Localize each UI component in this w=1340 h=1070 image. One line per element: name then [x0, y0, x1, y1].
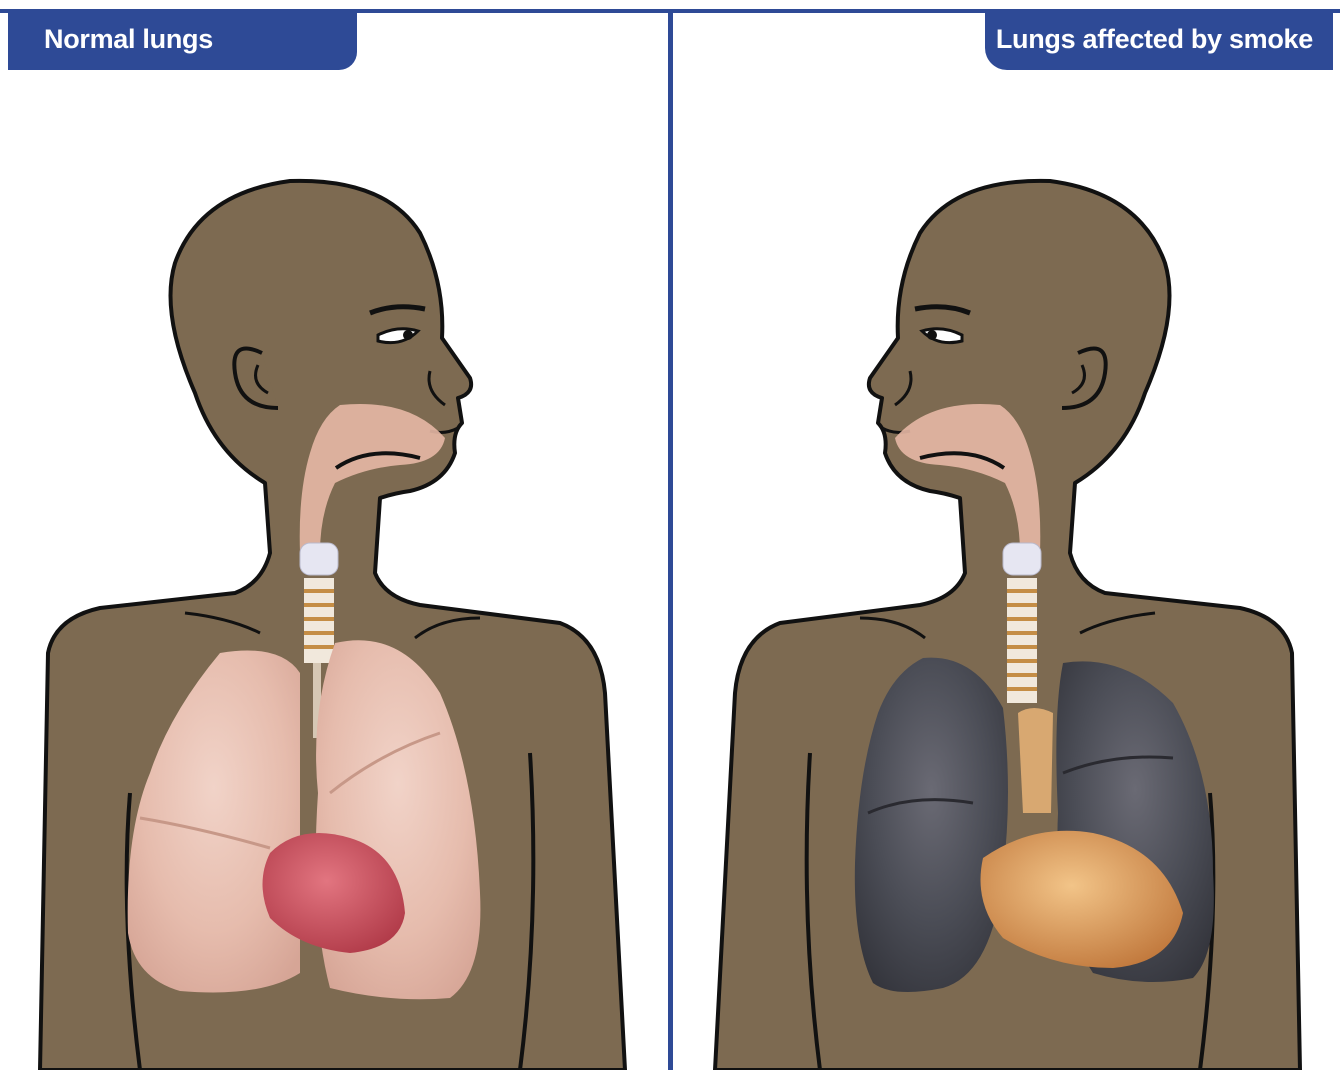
smoke-lungs-panel [673, 13, 1340, 1070]
normal-lungs-figure [0, 13, 668, 1070]
smoke-lungs-figure [673, 13, 1340, 1070]
normal-lungs-panel [0, 13, 668, 1070]
